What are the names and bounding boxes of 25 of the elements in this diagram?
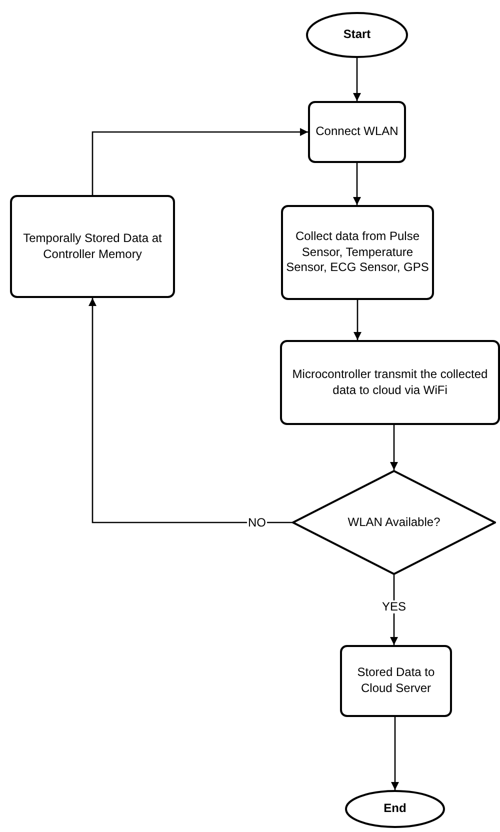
arrow (390, 425, 398, 470)
process-box (340, 645, 452, 717)
node-label: End (382, 801, 408, 817)
arrow (354, 300, 362, 340)
node-label: Start (342, 27, 372, 43)
decision-diamond (292, 470, 496, 575)
process-box (10, 195, 175, 298)
edge-label: YES (381, 600, 407, 614)
edge-label: NO (247, 516, 267, 530)
arrow (353, 58, 361, 101)
node-label: Temporally Stored Data at Controller Memory (22, 230, 163, 262)
node-label: Collect data from Pulse Sensor, Temperature Sensor, ECG Sensor, GPS (285, 229, 430, 276)
process-box (308, 101, 406, 163)
arrow (391, 717, 399, 790)
node-label: WLAN Available? (346, 514, 442, 530)
node-label: Stored Data to Cloud Server (356, 665, 436, 697)
node-label: Connect WLAN (314, 124, 400, 140)
arrow (92, 128, 308, 195)
arrow (353, 163, 361, 205)
node-label: Microcontroller transmit the collected data to cloud via WiFi (291, 366, 489, 398)
terminal-ellipse (345, 790, 445, 828)
terminal-ellipse (306, 12, 408, 58)
process-box (280, 340, 500, 425)
process-box (281, 205, 434, 300)
arrow (88, 298, 292, 524)
